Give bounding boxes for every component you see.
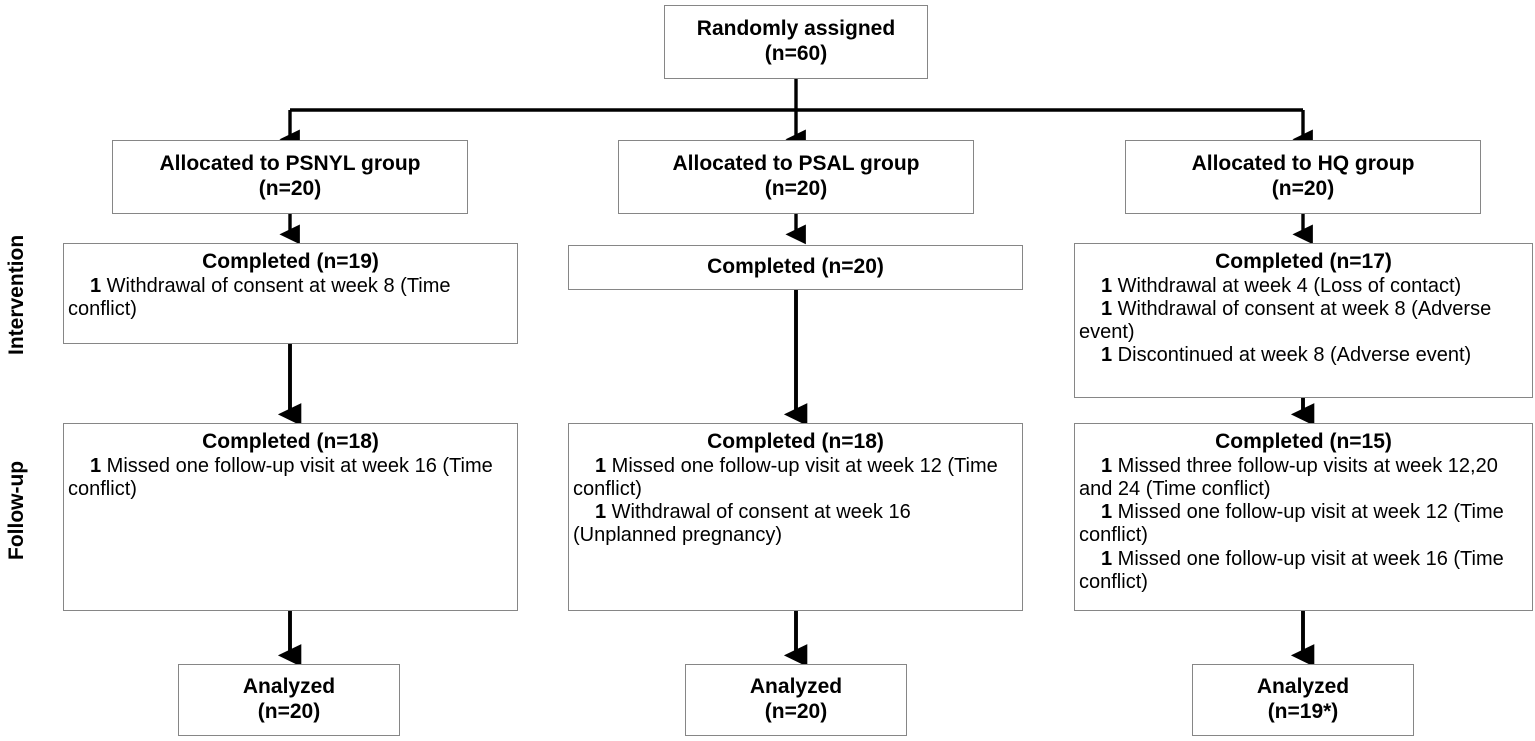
allocation-box-psal: Allocated to PSAL group (n=20) xyxy=(618,140,974,214)
detail-text: Missed one follow-up visit at week 16 (T… xyxy=(68,454,493,500)
detail-count: 1 xyxy=(1101,547,1113,570)
followup-details-hq: 1 Missed three follow-up visits at week … xyxy=(1075,455,1532,594)
analyzed-box-hq: Analyzed (n=19*) xyxy=(1192,664,1414,736)
detail-text: Missed one follow-up visit at week 16 (T… xyxy=(1079,547,1504,593)
detail-item: 1 Missed one follow-up visit at week 12 … xyxy=(569,455,1022,501)
enrollment-box: Randomly assigned (n=60) xyxy=(664,5,928,79)
detail-text: Withdrawal of consent at week 8 (Adverse… xyxy=(1079,297,1492,344)
followup-details-psnyl: 1 Missed one follow-up visit at week 16 … xyxy=(64,455,517,501)
followup-details-psal: 1 Missed one follow-up visit at week 12 … xyxy=(569,455,1022,548)
detail-count: 1 xyxy=(1101,344,1113,367)
followup-box-hq: Completed (n=15) 1 Missed three follow-u… xyxy=(1074,423,1533,611)
analyzed-box-psal: Analyzed (n=20) xyxy=(685,664,907,736)
allocation-title-psnyl: Allocated to PSNYL group (n=20) xyxy=(159,152,421,200)
intervention-details-psnyl: 1 Withdrawal of consent at week 8 (Time … xyxy=(64,275,517,321)
analyzed-title-psal: Analyzed (n=20) xyxy=(749,675,843,723)
stage-label-intervention: Intervention xyxy=(5,234,28,355)
detail-count: 1 xyxy=(90,274,102,297)
followup-box-psnyl: Completed (n=18) 1 Missed one follow-up … xyxy=(63,423,518,611)
detail-text: Withdrawal of consent at week 8 (Time co… xyxy=(68,274,451,320)
detail-text: Withdrawal at week 4 (Loss of contact) xyxy=(1112,274,1462,297)
intervention-title-psal: Completed (n=20) xyxy=(707,255,884,279)
detail-item: 1 Withdrawal of consent at week 16 (Unpl… xyxy=(569,501,1022,547)
detail-count: 1 xyxy=(1101,274,1113,297)
detail-count: 1 xyxy=(90,454,102,477)
analyzed-title-hq: Analyzed (n=19*) xyxy=(1256,675,1350,723)
stage-label-followup: Follow-up xyxy=(5,460,28,560)
allocation-box-psnyl: Allocated to PSNYL group (n=20) xyxy=(112,140,468,214)
detail-item: 1 Withdrawal at week 4 (Loss of contact) xyxy=(1075,275,1532,298)
intervention-title-psnyl: Completed (n=19) xyxy=(202,250,379,273)
detail-text: Withdrawal of consent at week 16 (Unplan… xyxy=(573,501,911,547)
detail-text: Missed three follow-up visits at week 12… xyxy=(1079,454,1498,500)
detail-count: 1 xyxy=(595,454,607,477)
intervention-box-psal: Completed (n=20) xyxy=(568,245,1023,290)
followup-box-psal: Completed (n=18) 1 Missed one follow-up … xyxy=(568,423,1023,611)
detail-item: 1 Missed one follow-up visit at week 12 … xyxy=(1075,501,1532,547)
detail-text: Missed one follow-up visit at week 12 (T… xyxy=(573,454,998,500)
allocation-title-psal: Allocated to PSAL group (n=20) xyxy=(672,152,920,200)
detail-item: 1 Withdrawal of consent at week 8 (Adver… xyxy=(1075,298,1532,344)
detail-item: 1 Missed one follow-up visit at week 16 … xyxy=(64,455,517,501)
followup-title-hq: Completed (n=15) xyxy=(1215,430,1392,453)
detail-count: 1 xyxy=(1101,501,1113,524)
followup-title-psal: Completed (n=18) xyxy=(707,430,884,453)
detail-item: 1 Withdrawal of consent at week 8 (Time … xyxy=(64,275,517,321)
detail-text: Discontinued at week 8 (Adverse event) xyxy=(1112,344,1472,367)
intervention-title-hq: Completed (n=17) xyxy=(1215,250,1392,273)
detail-item: 1 Missed three follow-up visits at week … xyxy=(1075,455,1532,501)
detail-count: 1 xyxy=(1101,297,1113,320)
detail-count: 1 xyxy=(595,501,607,524)
analyzed-title-psnyl: Analyzed (n=20) xyxy=(242,675,336,723)
analyzed-box-psnyl: Analyzed (n=20) xyxy=(178,664,400,736)
detail-item: 1 Discontinued at week 8 (Adverse event) xyxy=(1075,344,1532,367)
intervention-box-psnyl: Completed (n=19) 1 Withdrawal of consent… xyxy=(63,243,518,344)
followup-title-psnyl: Completed (n=18) xyxy=(202,430,379,453)
detail-item: 1 Missed one follow-up visit at week 16 … xyxy=(1075,548,1532,594)
intervention-details-hq: 1 Withdrawal at week 4 (Loss of contact)… xyxy=(1075,275,1532,368)
detail-text: Missed one follow-up visit at week 12 (T… xyxy=(1079,501,1504,547)
allocation-box-hq: Allocated to HQ group (n=20) xyxy=(1125,140,1481,214)
allocation-title-hq: Allocated to HQ group (n=20) xyxy=(1191,152,1415,200)
intervention-box-hq: Completed (n=17) 1 Withdrawal at week 4 … xyxy=(1074,243,1533,398)
detail-count: 1 xyxy=(1101,454,1113,477)
enrollment-title: Randomly assigned (n=60) xyxy=(696,17,896,65)
